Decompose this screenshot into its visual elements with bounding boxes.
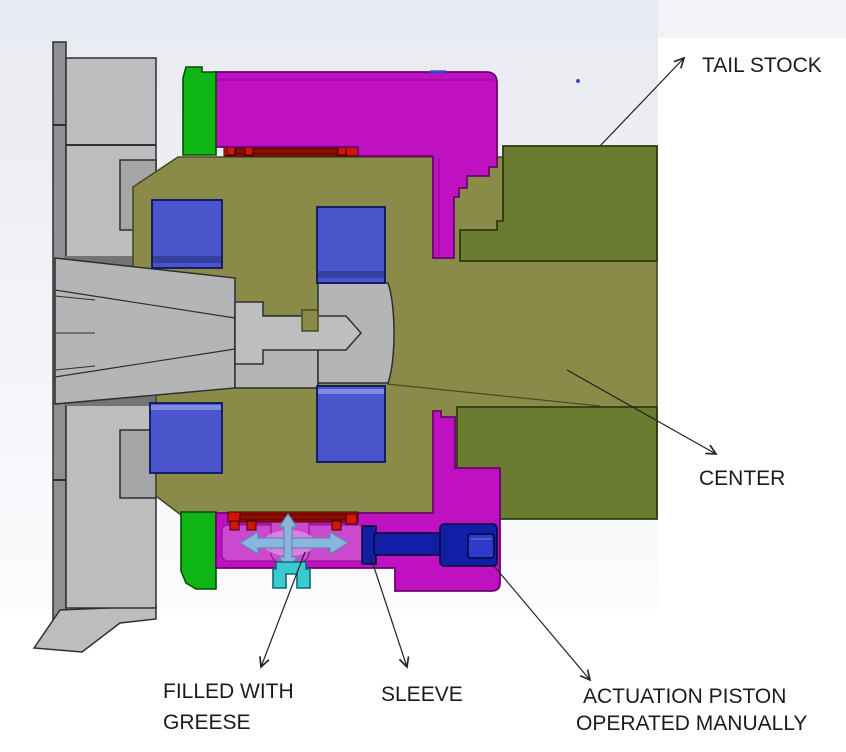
leader-grease [259, 551, 306, 669]
bearing-bottom-left-band [151, 405, 221, 410]
taper-thread-tick [54, 295, 96, 301]
lower-seal-tab [331, 520, 342, 531]
bearing-bottom-right [316, 385, 386, 463]
label-tail-stock: TAIL STOCK [702, 54, 822, 77]
label-sleeve: SLEEVE [381, 683, 463, 706]
upper-seal-tab [244, 146, 254, 156]
upper-seal-tab [337, 146, 347, 156]
label-actuation-line1: ACTUATION PISTON [583, 685, 787, 708]
piston-knob [467, 533, 495, 559]
label-actuation-line2: OPERATED MANUALLY [576, 712, 808, 735]
center-point-shaft [234, 301, 363, 365]
horizontal-flow-arrow [238, 530, 350, 556]
lower-seal-core [239, 513, 347, 521]
spindle-taper [54, 257, 236, 405]
bearing-top-right-band [318, 271, 384, 278]
leader-sleeve [369, 554, 410, 669]
leader-lines [259, 56, 718, 682]
retainer-upper [182, 66, 217, 156]
actuation-piston [361, 523, 498, 567]
label-center: CENTER [699, 467, 786, 490]
taper-thread-line [54, 348, 236, 378]
piston-rod [373, 532, 443, 556]
artifact-mark [430, 70, 446, 74]
upper-seal-tab [226, 146, 236, 156]
taper-thread-line [54, 289, 236, 319]
leader-center [566, 369, 718, 455]
tailstock-body [456, 145, 658, 520]
center-spindle [54, 257, 395, 405]
retainer-blocks [180, 66, 217, 590]
lower-seal-tab [229, 520, 240, 531]
lower-seal-tab [345, 513, 358, 525]
viewport-background-top-strip [650, 0, 846, 38]
stray-dot [576, 79, 580, 83]
retainer-lower [180, 511, 217, 590]
lower-seal-tab [246, 520, 257, 531]
bearing-top-left-band [153, 256, 221, 263]
quill-edge-line [386, 383, 601, 407]
label-filled-with-grease-line1: FILLED WITH [163, 680, 294, 703]
quill-step-tab [301, 309, 319, 332]
bearing-bottom-right-band [318, 389, 384, 394]
label-filled-with-grease-line2: GREESE [163, 711, 251, 734]
lower-seal [227, 511, 359, 531]
housing-upper-section [214, 71, 498, 259]
leader-actuation [493, 565, 592, 682]
tailstock-upper-block [459, 145, 658, 262]
lathe-base-wedge [32, 605, 157, 653]
bearing-top-right [316, 206, 386, 284]
bearing-bottom-left [149, 402, 223, 474]
leader-tail-stock [599, 56, 686, 147]
taper-thread-tick [54, 365, 96, 371]
housing-upper [214, 71, 498, 259]
bearings [149, 199, 386, 474]
